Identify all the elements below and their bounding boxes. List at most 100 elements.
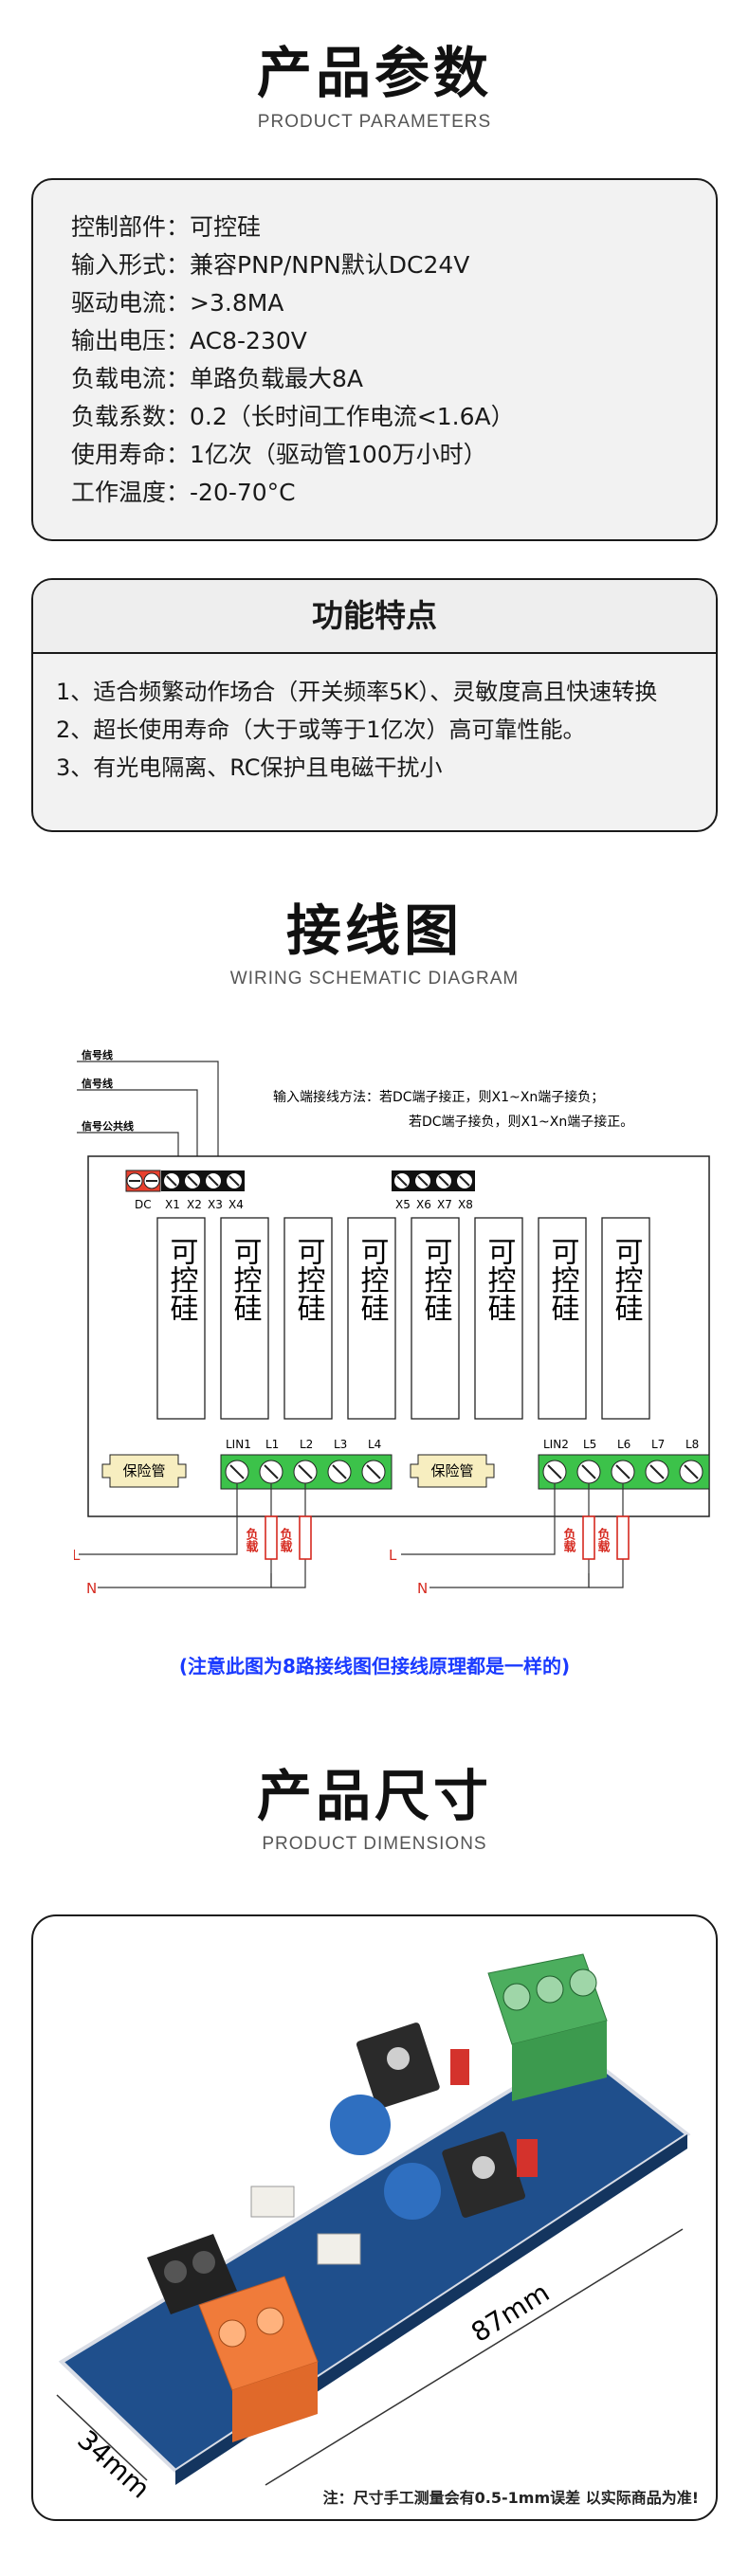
terminal-label: L5 [583,1438,596,1451]
line-L-label: L [74,1547,81,1564]
signal-label: 信号公共线 [82,1119,134,1133]
param-label: 工作温度： [71,479,191,506]
scr-modules [156,1217,650,1420]
load-label: 负载 [244,1527,259,1553]
output-terminal-block-left [220,1454,393,1490]
param-value: 0.2（长时间工作电流<1.6A） [190,403,515,430]
varistor [330,2095,391,2155]
terminal-label: X7 [437,1198,452,1211]
param-label: 负载系数： [71,403,191,430]
scr-label: 可控硅 [483,1237,517,1322]
terminal-label: X3 [208,1198,223,1211]
scr-label: 可控硅 [165,1237,199,1322]
feature-item: 3、有光电隔离、RC保护且电磁干扰小 [56,754,443,781]
terminal-label: DC [135,1198,152,1211]
terminal-label: L8 [685,1438,699,1451]
features-title: 功能特点 [33,580,716,654]
param-label: 控制部件： [71,213,191,241]
wiring-method-line1: 输入端接线方法：若DC端子接正，则X1~Xn端子接负； [273,1089,604,1105]
terminal-label: X8 [458,1198,473,1211]
length-dimension-line [265,2228,684,2486]
output-terminal-block-right [538,1454,710,1490]
wiring-title: 接线图 [285,898,463,963]
param-label: 负载电流： [71,365,191,392]
scr-label: 可控硅 [292,1237,326,1322]
params-subtitle: PRODUCT PARAMETERS [257,112,492,132]
param-label: 输入形式： [71,251,191,279]
load-label: 负载 [278,1527,293,1553]
load-label: 负载 [561,1527,576,1553]
fuse-right [410,1454,495,1488]
dimensions-title: 产品尺寸 [256,1764,492,1828]
load-resistors [265,1515,630,1560]
black-terminal-block [147,2234,237,2314]
orange-terminal-block [198,2276,319,2442]
features-list: 1、适合频繁动作场合（开关频率5K）、灵敏度高且快速转换 2、超长使用寿命（大于… [33,654,716,787]
features-box: 功能特点 1、适合频繁动作场合（开关频率5K）、灵敏度高且快速转换 2、超长使用… [31,578,718,832]
param-value: 兼容PNP/NPN默认DC24V [190,251,470,279]
terminal-label: X6 [416,1198,431,1211]
length-label: 87mm [466,2277,555,2349]
terminal-label: X4 [228,1198,244,1211]
terminal-label: X5 [395,1198,411,1211]
param-row: 负载系数：0.2（长时间工作电流<1.6A） [71,398,716,436]
fuse-left [101,1454,187,1488]
green-terminal-block [487,1953,608,2101]
terminal-label: X1 [165,1198,180,1211]
load-labels: 负载 负载 负载 负载 [244,1527,611,1553]
param-row: 负载电流：单路负载最大8A [71,360,716,398]
terminal-label: L7 [651,1438,665,1451]
width-dimension-line [56,2394,148,2481]
scr-label: 可控硅 [546,1237,580,1322]
terminal-label: L4 [368,1438,381,1451]
params-box: 控制部件：可控硅 输入形式：兼容PNP/NPN默认DC24V 驱动电流：>3.8… [31,178,718,541]
scr-label: 可控硅 [610,1237,644,1322]
terminal-label: LIN1 [226,1438,251,1451]
wiring-diagram: 信号线 信号线 信号公共线 输入端接线方法：若DC端子接正，则X1~Xn端子接负… [74,1048,710,1597]
signal-label: 信号线 [82,1077,113,1090]
param-value: 1亿次（驱动管100万小时） [190,441,487,468]
line-N-label: N [417,1580,428,1597]
dimensions-note: 注：尺寸手工测量会有0.5-1mm误差 以实际商品为准! [322,2489,699,2507]
terminal-label: L6 [617,1438,630,1451]
param-value: -20-70°C [190,479,296,506]
param-label: 驱动电流： [71,289,191,317]
wiring-note: (注意此图为8路接线图但接线原理都是一样的) [178,1655,571,1678]
terminal-label: X2 [187,1198,202,1211]
terminal-label: L1 [265,1438,279,1451]
wiring-method-line2: 若DC端子接负，则X1~Xn端子接正。 [409,1114,633,1130]
param-row: 输入形式：兼容PNP/NPN默认DC24V [71,246,716,284]
scr-label: 可控硅 [419,1237,453,1322]
param-row: 工作温度：-20-70°C [71,474,716,512]
resistor [517,2139,538,2177]
param-row: 控制部件：可控硅 [71,209,716,246]
scr-label: 可控硅 [356,1237,390,1322]
param-value: 可控硅 [190,213,262,241]
param-value: AC8-230V [190,327,307,354]
optocoupler [250,2186,295,2218]
scr-label: 可控硅 [228,1237,263,1322]
feature-item: 2、超长使用寿命（大于或等于1亿次）高可靠性能。 [56,717,586,743]
fuse-label: 保险管 [122,1462,165,1479]
terminal-label: LIN2 [543,1438,569,1451]
line-N-label: N [86,1580,97,1597]
fuse-label: 保险管 [430,1462,473,1479]
dimensions-subtitle: PRODUCT DIMENSIONS [262,1834,487,1854]
product-photo: 87mm 34mm [56,1953,691,2505]
params-title: 产品参数 [256,41,492,105]
terminal-label: L3 [334,1438,347,1451]
param-row: 输出电压：AC8-230V [71,322,716,360]
param-row: 使用寿命：1亿次（驱动管100万小时） [71,436,716,474]
feature-item: 1、适合频繁动作场合（开关频率5K）、灵敏度高且快速转换 [56,679,658,705]
scr-labels: 可控硅 可控硅 可控硅 可控硅 可控硅 可控硅 可控硅 可控硅 [165,1237,644,1322]
signal-label: 信号线 [82,1048,113,1061]
param-label: 输出电压： [71,327,191,354]
power-wires [79,1483,624,1588]
load-label: 负载 [595,1527,611,1553]
param-label: 使用寿命： [71,441,191,468]
param-value: >3.8MA [190,289,284,317]
input-terminal-block-right [392,1170,475,1191]
dimensions-box: 87mm 34mm 注：尺寸手工测量会有0.5-1mm误差 以实际商品为准! [31,1914,718,2521]
param-value: 单路负载最大8A [190,365,364,392]
param-row: 驱动电流：>3.8MA [71,284,716,322]
